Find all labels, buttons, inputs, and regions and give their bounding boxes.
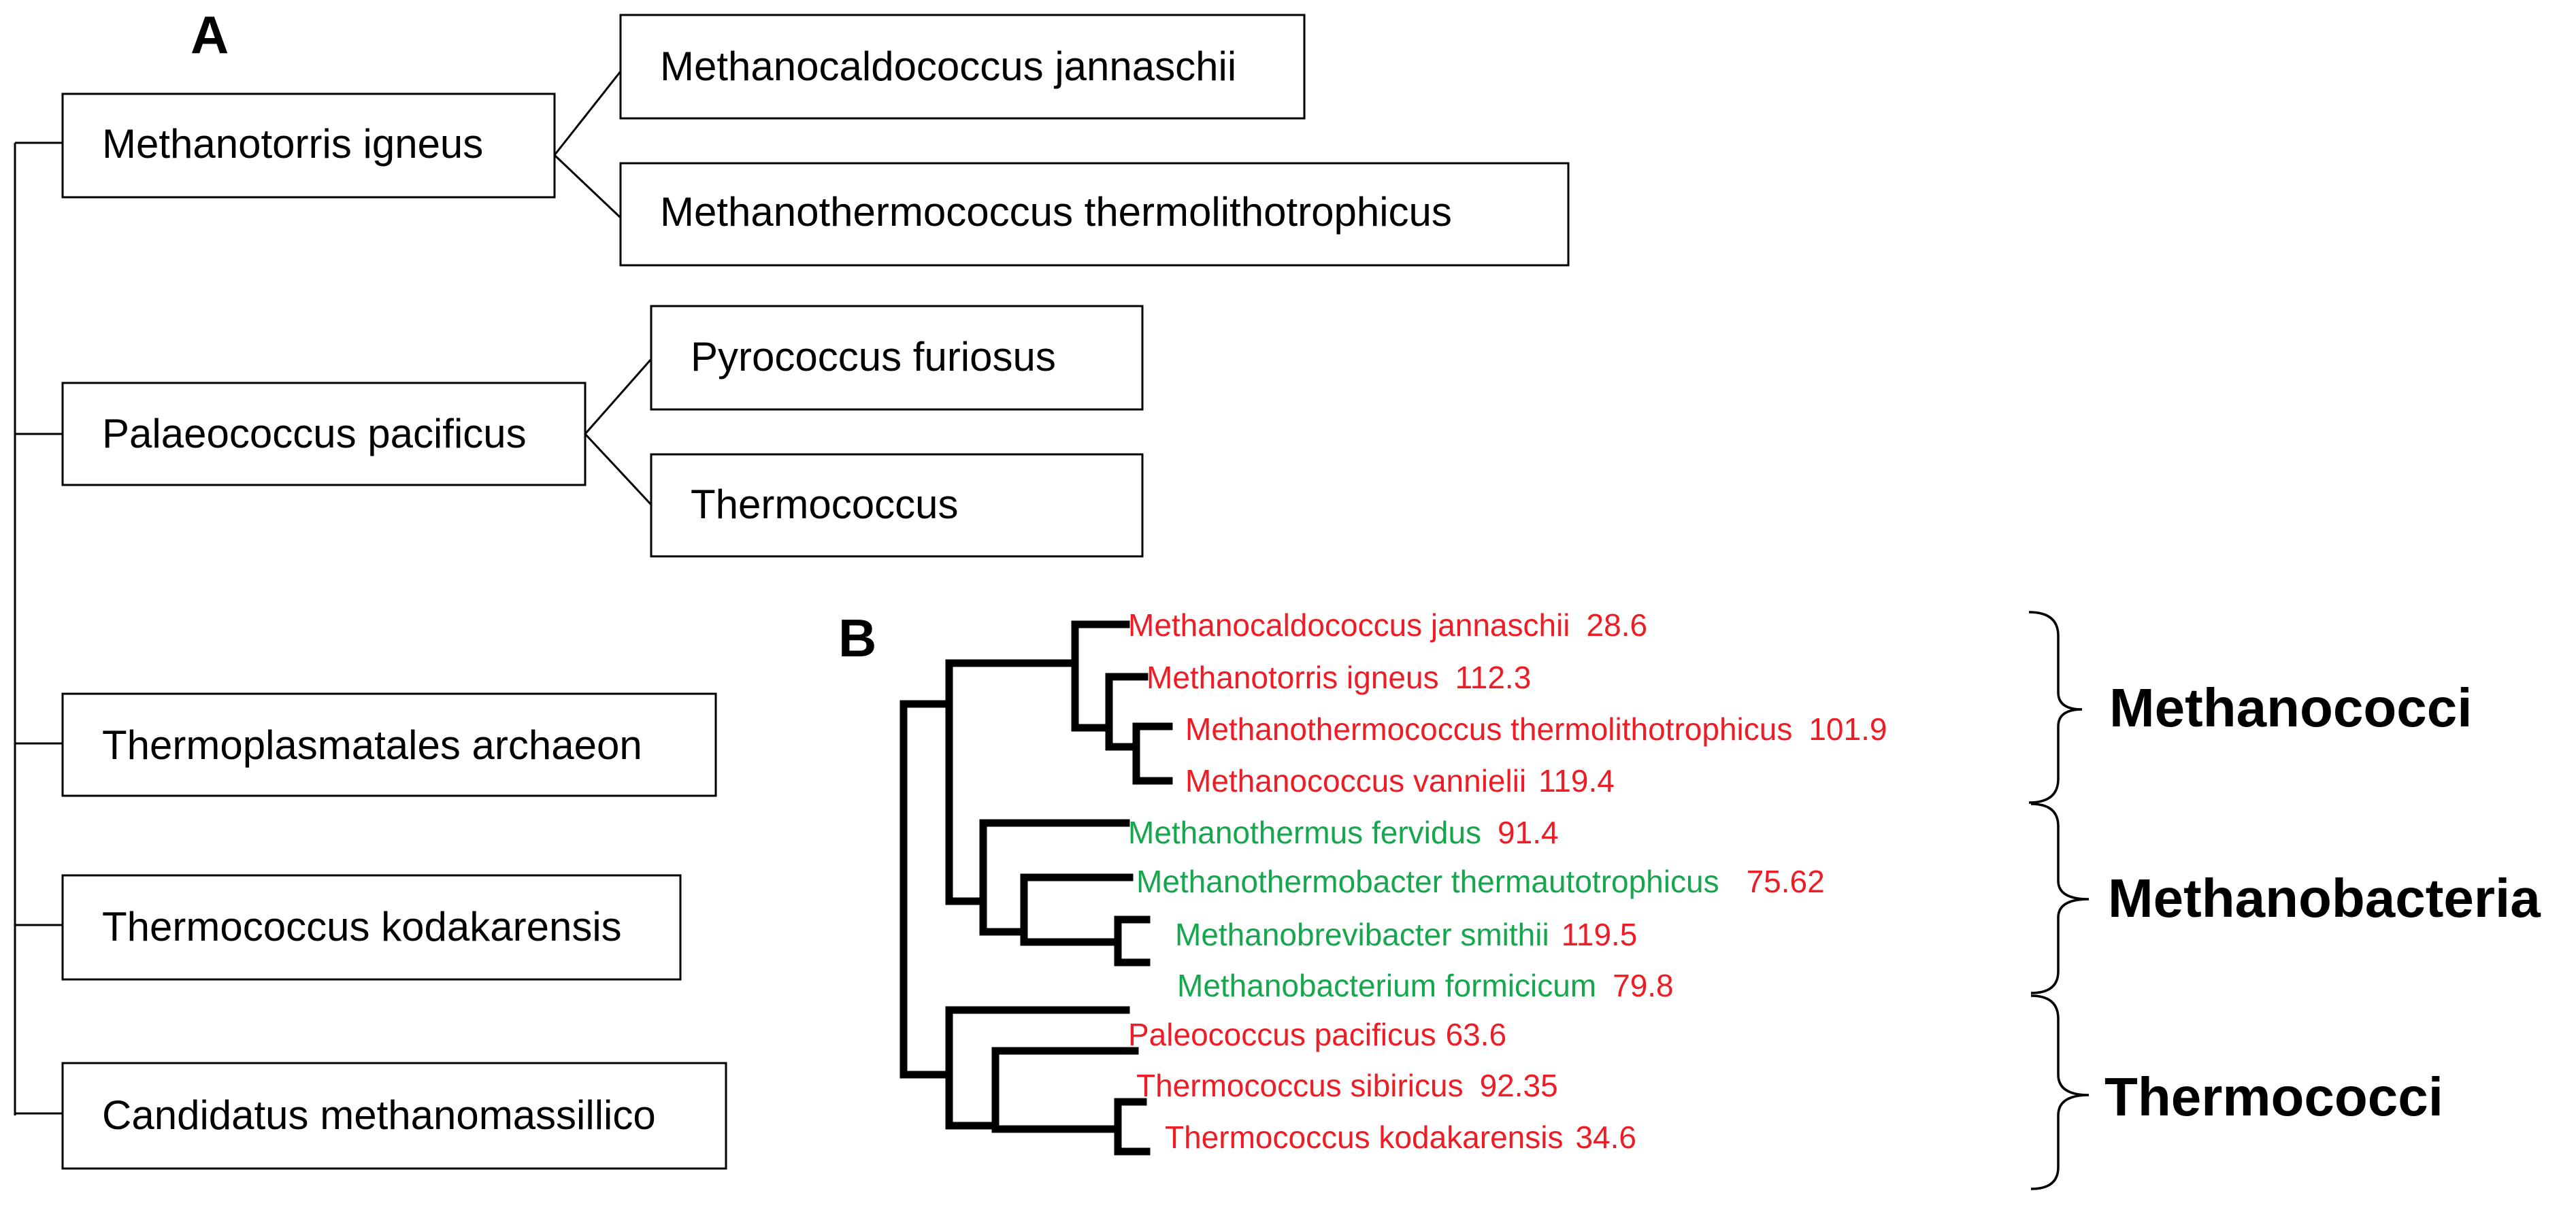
leaf-label: Paleococcus pacificus 63.6 xyxy=(1128,1017,1506,1052)
tree-branch xyxy=(979,819,1130,936)
taxon-box: Methanothermococcus thermolithotrophicus xyxy=(619,162,1570,267)
leaf-label: Methanococcus vannielii 119.4 xyxy=(1185,763,1615,799)
leaf-name: Methanothermobacter thermautotrophicus xyxy=(1136,864,1719,899)
tree-branch xyxy=(1020,873,1134,946)
taxon-box-frame xyxy=(61,382,587,486)
taxon-box-frame xyxy=(619,162,1570,267)
leaf-value: 75.62 xyxy=(1747,864,1825,899)
tree-branch xyxy=(1132,722,1173,785)
leaf-name: Methanocaldococcus jannaschii xyxy=(1128,607,1570,643)
cladogram xyxy=(899,620,1173,1156)
taxon-box: Methanotorris igneus xyxy=(61,93,556,199)
taxon-box-frame xyxy=(61,93,556,199)
leaf-name: Methanobrevibacter smithii xyxy=(1175,917,1549,952)
tree-branch xyxy=(945,1006,1130,1130)
taxon-label: Thermococcus kodakarensis xyxy=(102,904,622,949)
tree-branch xyxy=(1071,620,1130,732)
leaf-name: Paleococcus pacificus xyxy=(1128,1017,1436,1052)
leaf-label: Thermococcus kodakarensis 34.6 xyxy=(1165,1120,1636,1155)
group-brace xyxy=(2028,611,2083,804)
taxon-box: Palaeococcus pacificus xyxy=(61,382,587,486)
taxon-label: Candidatus methanomassillico xyxy=(102,1092,656,1138)
taxon-box-frame xyxy=(650,305,1144,411)
panel-a-connector xyxy=(584,358,653,435)
leaf-label: Methanothermobacter thermautotrophicus 75… xyxy=(1136,864,1825,899)
tree-branch xyxy=(991,1047,1139,1133)
taxon-box: Thermoplasmatales archaeon xyxy=(61,692,717,797)
taxon-box: Pyrococcus furiosus xyxy=(650,305,1144,411)
taxon-box: Methanocaldococcus jannaschii xyxy=(619,14,1306,120)
leaf-name: Methanobacterium formicicum xyxy=(1177,968,1596,1003)
taxon-label: Methanocaldococcus jannaschii xyxy=(660,44,1236,89)
group-label: Methanobacteria xyxy=(2108,868,2541,928)
leaf-value: 119.5 xyxy=(1562,917,1638,952)
panel-b: B Methanocaldococcus jannaschii 28.6 Meth… xyxy=(838,607,2541,1190)
taxon-box-frame xyxy=(650,453,1144,558)
taxon-box: Thermococcus xyxy=(650,453,1144,558)
group-label: Methanococci xyxy=(2109,677,2472,738)
tree-branch xyxy=(1114,1098,1151,1156)
leaf-name: Methanothermus fervidus xyxy=(1128,815,1481,850)
group-brace xyxy=(2030,994,2090,1190)
taxon-box-frame xyxy=(61,692,717,797)
leaf-value: 119.4 xyxy=(1538,763,1615,799)
leaf-name: Methanotorris igneus xyxy=(1146,660,1439,695)
taxon-label: Thermoplasmatales archaeon xyxy=(102,722,642,768)
taxon-box: Thermococcus kodakarensis xyxy=(61,874,682,981)
taxon-box: Candidatus methanomassillico xyxy=(61,1062,727,1170)
leaf-value: 91.4 xyxy=(1498,815,1559,850)
leaf-label: Methanobrevibacter smithii 119.5 xyxy=(1175,917,1637,952)
leaf-name: Thermococcus kodakarensis xyxy=(1165,1120,1563,1155)
leaf-label: Methanothermus fervidus 91.4 xyxy=(1128,815,1559,850)
taxon-box-frame xyxy=(61,874,682,981)
leaf-value: 28.6 xyxy=(1587,607,1648,643)
tree-branch xyxy=(1105,673,1149,751)
taxon-label: Methanothermococcus thermolithotrophicus xyxy=(660,189,1452,235)
panel-a-connector xyxy=(553,154,622,219)
panel-a-letter: A xyxy=(191,5,229,65)
taxon-label: Palaeococcus pacificus xyxy=(102,411,527,456)
leaf-name: Methanothermococcus thermolithotrophicus xyxy=(1185,711,1792,747)
tree-branch xyxy=(945,659,1079,905)
leaf-value: 101.9 xyxy=(1809,711,1887,747)
leaf-label: Methanothermococcus thermolithotrophicus… xyxy=(1185,711,1887,747)
taxon-label: Thermococcus xyxy=(691,482,958,527)
leaf-value: 63.6 xyxy=(1446,1017,1507,1052)
taxon-label: Methanotorris igneus xyxy=(102,121,483,167)
leaf-label: Methanotorris igneus 112.3 xyxy=(1146,660,1531,695)
tree-branch xyxy=(899,700,953,1079)
leaf-label: Thermococcus sibiricus 92.35 xyxy=(1136,1068,1558,1103)
leaf-value: 112.3 xyxy=(1455,660,1532,695)
leaf-name: Thermococcus sibiricus xyxy=(1136,1068,1464,1103)
leaf-value: 79.8 xyxy=(1613,968,1674,1003)
panel-a: A Methanotorris igneus Palaeococcus paci… xyxy=(14,5,1570,1170)
taxon-box-frame xyxy=(61,1062,727,1170)
taxon-label: Pyrococcus furiosus xyxy=(691,334,1056,380)
panel-a-connector xyxy=(553,71,622,156)
taxon-box-frame xyxy=(619,14,1306,120)
panel-a-connector xyxy=(584,433,653,506)
panel-b-letter: B xyxy=(838,608,876,668)
group-label: Thermococci xyxy=(2104,1066,2443,1127)
leaf-label: Methanocaldococcus jannaschii 28.6 xyxy=(1128,607,1647,643)
leaf-value: 34.6 xyxy=(1575,1120,1636,1155)
leaf-label: Methanobacterium formicicum 79.8 xyxy=(1177,968,1674,1003)
leaf-value: 92.35 xyxy=(1480,1068,1558,1103)
group-brace xyxy=(2030,803,2090,994)
tree-branch xyxy=(1114,915,1151,967)
leaf-name: Methanococcus vannielii xyxy=(1185,763,1526,799)
